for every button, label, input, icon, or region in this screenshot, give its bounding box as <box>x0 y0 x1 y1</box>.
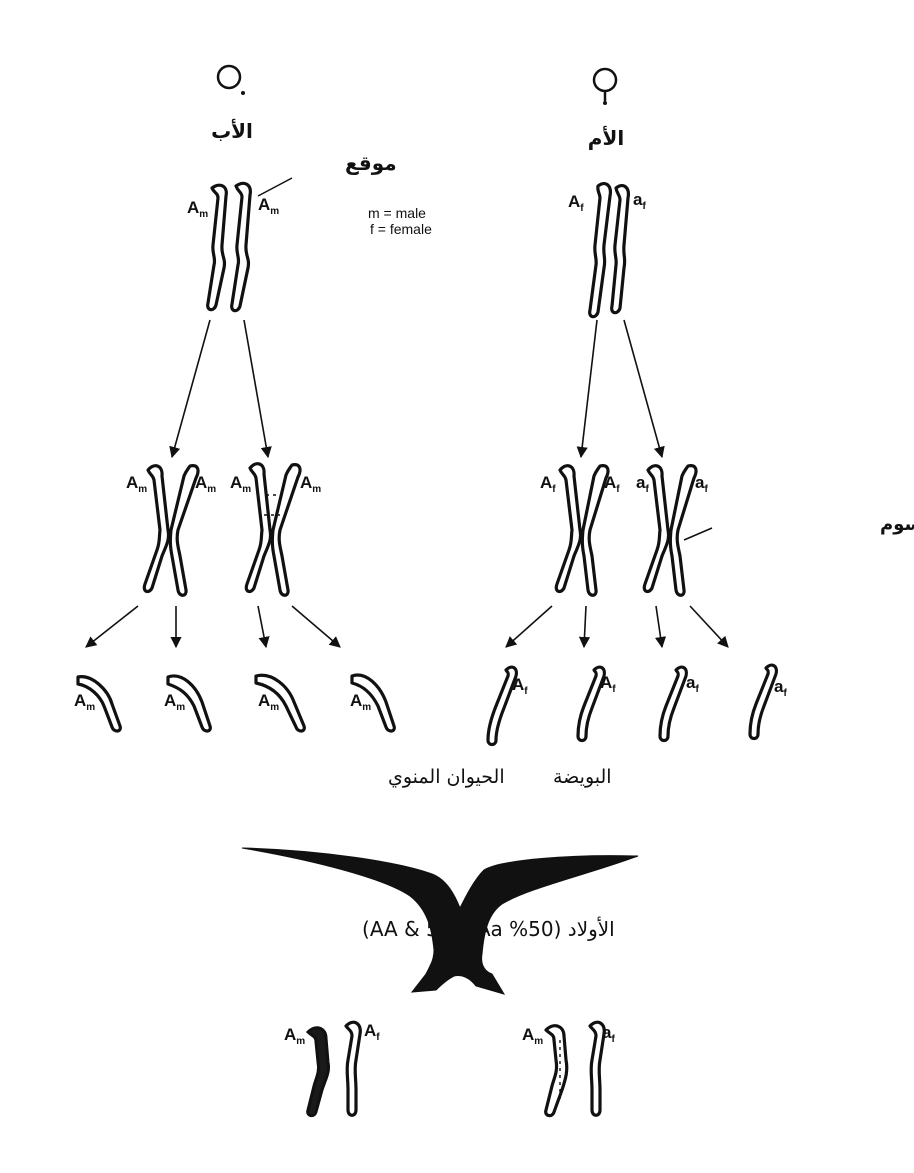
allele-letter: A <box>512 675 524 694</box>
chromosome-duplication-label: تضاعف الكروموسوم <box>880 514 914 535</box>
allele-origin-subscript: f <box>704 484 708 495</box>
arrows-to-gametes <box>86 606 728 647</box>
allele-label: Am <box>230 473 251 495</box>
allele-label: af <box>695 473 708 495</box>
allele-label: Af <box>604 473 620 495</box>
father-symbol-icon <box>218 66 245 95</box>
egg-label: البويضة <box>553 766 612 788</box>
allele-origin-subscript: f <box>376 1032 380 1043</box>
offspring-pair-Aa <box>546 1022 605 1115</box>
duplicated-chromosome-father-1 <box>144 466 198 596</box>
allele-letter: A <box>522 1025 534 1044</box>
allele-label: Am <box>522 1025 543 1047</box>
mother-symbol-icon <box>594 69 616 105</box>
allele-origin-subscript: f <box>612 684 616 695</box>
allele-origin-subscript: f <box>524 686 528 697</box>
mother-chromosome-pair <box>590 184 629 317</box>
arrows-to-duplication <box>172 320 662 457</box>
legend-female: f = female <box>370 221 432 237</box>
allele-letter: A <box>230 473 242 492</box>
sperm-label: الحيوان المنوي <box>388 766 505 788</box>
father-label: الأب <box>211 118 253 143</box>
mother-label: الأم <box>588 125 624 150</box>
allele-label: Af <box>600 673 616 695</box>
allele-origin-subscript: m <box>296 1036 305 1047</box>
allele-origin-subscript: m <box>207 484 216 495</box>
allele-origin-subscript: f <box>580 203 584 214</box>
allele-origin-subscript: m <box>362 702 371 713</box>
allele-origin-subscript: f <box>552 484 556 495</box>
allele-origin-subscript: m <box>270 206 279 217</box>
allele-letter: A <box>258 691 270 710</box>
locus-pointer <box>258 178 292 196</box>
allele-origin-subscript: m <box>138 484 147 495</box>
allele-label: Am <box>284 1025 305 1047</box>
allele-label: Af <box>568 192 584 214</box>
allele-label: Am <box>195 473 216 495</box>
allele-label: Am <box>300 473 321 495</box>
allele-letter: A <box>164 691 176 710</box>
offspring-pair-AA <box>308 1022 361 1115</box>
allele-origin-subscript: f <box>616 484 620 495</box>
allele-label: af <box>686 673 699 695</box>
allele-label: af <box>602 1023 615 1045</box>
offspring-label: الأولاد (50% AA & 50% Aa) <box>362 917 615 941</box>
duplicated-chromosome-mother-1 <box>556 466 608 596</box>
allele-label: Am <box>74 691 95 713</box>
allele-origin-subscript: m <box>199 209 208 220</box>
allele-origin-subscript: f <box>645 484 649 495</box>
allele-letter: A <box>187 198 199 217</box>
allele-origin-subscript: m <box>270 702 279 713</box>
duplicated-chromosome-father-2 <box>246 464 300 596</box>
allele-origin-subscript: m <box>86 702 95 713</box>
allele-origin-subscript: f <box>642 201 646 212</box>
egg-chromatid <box>488 665 776 744</box>
allele-origin-subscript: m <box>312 484 321 495</box>
allele-letter: A <box>284 1025 296 1044</box>
allele-letter: A <box>350 691 362 710</box>
allele-label: Af <box>364 1021 380 1043</box>
allele-label: Am <box>258 195 279 217</box>
allele-letter: A <box>126 473 138 492</box>
allele-letter: A <box>600 673 612 692</box>
allele-label: af <box>636 473 649 495</box>
allele-letter: A <box>74 691 86 710</box>
allele-origin-subscript: m <box>534 1036 543 1047</box>
allele-origin-subscript: f <box>695 684 699 695</box>
father-chromosome-pair <box>208 183 251 310</box>
allele-origin-subscript: f <box>611 1034 615 1045</box>
legend-male: m = male <box>368 205 426 221</box>
duplicated-chromosome-mother-2 <box>644 466 696 596</box>
allele-origin-subscript: m <box>242 484 251 495</box>
allele-label: Am <box>187 198 208 220</box>
allele-letter: A <box>364 1021 376 1040</box>
allele-letter: A <box>604 473 616 492</box>
allele-label: Af <box>512 675 528 697</box>
allele-letter: A <box>540 473 552 492</box>
sperm-chromatid <box>78 675 394 731</box>
allele-letter: A <box>300 473 312 492</box>
allele-label: af <box>774 677 787 699</box>
allele-letter: A <box>195 473 207 492</box>
locus-label: موقع <box>345 151 397 175</box>
allele-letter: A <box>258 195 270 214</box>
allele-letter: A <box>568 192 580 211</box>
allele-label: Am <box>126 473 147 495</box>
allele-origin-subscript: f <box>783 688 787 699</box>
duplication-pointer <box>684 528 712 540</box>
allele-label: Am <box>164 691 185 713</box>
allele-label: Af <box>540 473 556 495</box>
allele-label: af <box>633 190 646 212</box>
allele-origin-subscript: m <box>176 702 185 713</box>
